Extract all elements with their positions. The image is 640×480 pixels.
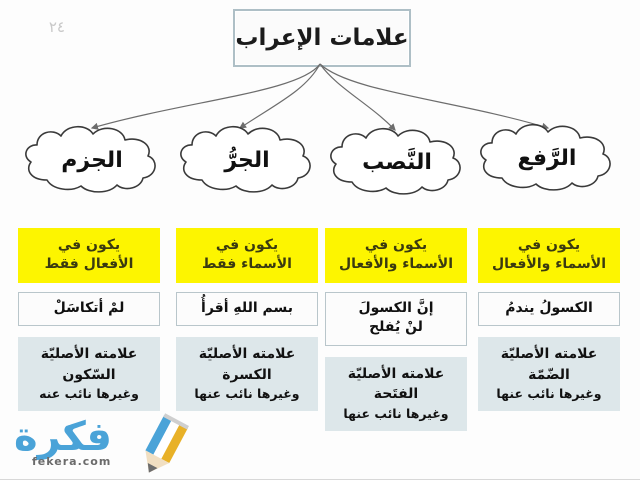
- scope-line-1: يكون في: [364, 237, 428, 253]
- cloud-label: الجزم: [61, 147, 123, 173]
- sign-line-3: وغيرها نائب عنها: [194, 385, 300, 401]
- example-box: لمْ أتكاسَلْ: [18, 291, 160, 327]
- sign-line-2: الكسرة: [222, 366, 272, 383]
- example-box: بسم اللهِ أقرأُ: [176, 291, 318, 327]
- column-raf: يكون في الأسماء والأفعال الكسولُ يندمُ ع…: [478, 228, 620, 412]
- cloud-shape: [330, 127, 461, 195]
- example-box: الكسولُ يندمُ: [478, 291, 620, 327]
- example-box: إنَّ الكسولَ لنْ يُفلح: [325, 291, 467, 346]
- cloud-nasb: النَّصب: [322, 124, 472, 196]
- cloud-label: الجرُّ: [224, 147, 270, 173]
- scope-line-1: يكون في: [215, 237, 279, 253]
- cloud-jarr: الجرُّ: [172, 122, 322, 194]
- scope-box: يكون في الأسماء فقط: [176, 228, 318, 283]
- watermark-text: فكرة: [14, 414, 113, 460]
- scope-line-2: الأسماء والأفعال: [338, 255, 454, 272]
- sign-line-1: علامته الأصليّة: [198, 346, 296, 363]
- scope-line-2: الأفعال فقط: [44, 255, 134, 272]
- example-line-1: بسم اللهِ أقرأُ: [201, 299, 293, 316]
- scope-line-1: يكون في: [57, 237, 121, 253]
- sign-line-3: وغيرها نائب عنها: [343, 405, 449, 421]
- page-number: ٢٤: [48, 18, 65, 36]
- sign-box: علامته الأصليّة الكسرة وغيرها نائب عنها: [176, 337, 318, 412]
- sign-line-2: الفتَحة: [373, 386, 419, 403]
- scope-line-2: الأسماء فقط: [202, 255, 292, 272]
- sign-box: علامته الأصليّة الضّمّة وغيرها نائب عنها: [478, 337, 620, 412]
- example-line-1: لمْ أتكاسَلْ: [53, 299, 125, 316]
- page-title: علامات الإعراب: [235, 25, 409, 51]
- sign-line-2: السّكون: [62, 366, 116, 383]
- column-jazm: يكون في الأفعال فقط لمْ أتكاسَلْ علامته …: [18, 228, 160, 412]
- diagram-title-box: علامات الإعراب: [233, 9, 411, 67]
- column-nasb: يكون في الأسماء والأفعال إنَّ الكسولَ لن…: [325, 228, 467, 431]
- pencil-icon: [145, 413, 189, 473]
- example-line-2: لنْ يُفلح: [369, 319, 423, 336]
- sign-line-2: الضّمّة: [528, 366, 570, 383]
- column-jarr: يكون في الأسماء فقط بسم اللهِ أقرأُ علام…: [176, 228, 318, 412]
- sign-box: علامته الأصليّة الفتَحة وغيرها نائب عنها: [325, 356, 467, 431]
- cloud-shape: [25, 125, 156, 193]
- sign-box: علامته الأصليّة السّكون وغيرها نائب عنه: [18, 337, 160, 412]
- example-line-1: الكسولُ يندمُ: [505, 299, 593, 316]
- scope-box: يكون في الأسماء والأفعال: [325, 228, 467, 283]
- sign-line-1: علامته الأصليّة: [347, 365, 445, 382]
- watermark-url: fekera.com: [32, 455, 112, 468]
- scope-line-1: يكون في: [517, 237, 581, 253]
- sign-line-3: وغيرها نائب عنه: [39, 385, 139, 401]
- sign-line-1: علامته الأصليّة: [500, 346, 598, 363]
- sign-line-3: وغيرها نائب عنها: [496, 385, 602, 401]
- watermark: فكرة fekera.com: [8, 410, 193, 476]
- cloud-raf: الرَّفع: [472, 120, 622, 192]
- scope-box: يكون في الأسماء والأفعال: [478, 228, 620, 283]
- sign-line-1: علامته الأصليّة: [40, 346, 138, 363]
- cloud-shape: [180, 125, 311, 193]
- scope-line-2: الأسماء والأفعال: [491, 255, 607, 272]
- scope-box: يكون في الأفعال فقط: [18, 228, 160, 283]
- cloud-jazm: الجزم: [17, 122, 167, 194]
- example-line-1: إنَّ الكسولَ: [358, 299, 434, 316]
- cloud-shape: [480, 123, 611, 191]
- cloud-label: النَّصب: [362, 149, 432, 175]
- cloud-label: الرَّفع: [517, 145, 577, 171]
